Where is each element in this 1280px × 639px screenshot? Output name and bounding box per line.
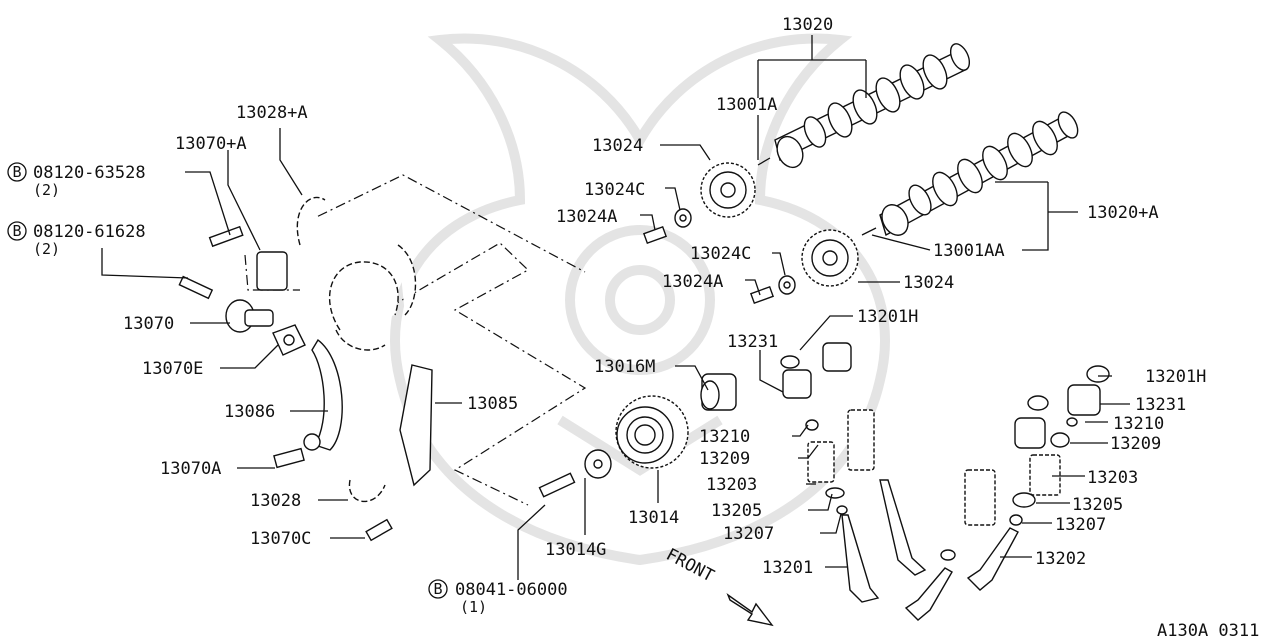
valve-train-set-b <box>904 365 1110 621</box>
label-13024A-bottom: 13024A <box>662 272 723 292</box>
label-bolt-08041-06000-qty: (1) <box>460 598 487 616</box>
label-13205-b: 13205 <box>1072 495 1123 515</box>
cam-sprocket-upper <box>700 162 756 218</box>
label-bolt-08120-63528-qty: (2) <box>33 181 60 199</box>
label-13014G: 13014G <box>545 540 606 560</box>
label-13086: 13086 <box>224 402 275 422</box>
label-13207-b: 13207 <box>1055 515 1106 535</box>
washers-and-bolts <box>178 208 796 542</box>
timing-chain-upper <box>296 196 417 351</box>
label-bolt-08120-61628: 08120-61628 <box>33 222 146 242</box>
label-13202: 13202 <box>1035 549 1086 569</box>
label-13210-b: 13210 <box>1113 414 1164 434</box>
label-13024-bottom: 13024 <box>903 273 954 293</box>
label-13014: 13014 <box>628 508 679 528</box>
label-bolt-08120-61628-qty: (2) <box>33 240 60 258</box>
cam-sprocket-lower <box>801 229 859 287</box>
tensioner-13070 <box>225 251 306 356</box>
front-arrow <box>726 593 774 627</box>
label-13070: 13070 <box>123 314 174 334</box>
chain-guide-13085 <box>399 364 433 487</box>
bolt-marker-2: B <box>7 221 27 241</box>
label-13207-a: 13207 <box>723 524 774 544</box>
label-13205-a: 13205 <box>711 501 762 521</box>
label-13210-a: 13210 <box>699 427 750 447</box>
label-bolt-08120-63528: 08120-63528 <box>33 163 146 183</box>
label-13024C-top: 13024C <box>584 180 645 200</box>
label-13070C: 13070C <box>250 529 311 549</box>
reference-code: A130A 0311 <box>1157 621 1259 639</box>
label-13085: 13085 <box>467 394 518 414</box>
label-13070A-plus: 13070+A <box>175 134 247 154</box>
chain-guide-13086 <box>303 338 343 451</box>
idler-shaft-13016M <box>700 373 737 411</box>
label-13020: 13020 <box>782 15 833 35</box>
label-13203-b: 13203 <box>1087 468 1138 488</box>
bolt-marker-letter: B <box>12 222 21 240</box>
label-13020A: 13020+A <box>1087 203 1159 223</box>
label-13001A: 13001A <box>716 95 777 115</box>
label-13201H-a: 13201H <box>857 307 918 327</box>
label-13201: 13201 <box>762 558 813 578</box>
label-13028A: 13028+A <box>236 103 308 123</box>
label-13070E: 13070E <box>142 359 203 379</box>
part-labels: 13020 13001A 13024 13024C 13024A 13020+A… <box>33 15 1259 639</box>
camshaft-13020 <box>757 43 971 169</box>
bolt-marker-1: B <box>7 162 27 182</box>
label-13209-a: 13209 <box>699 449 750 469</box>
idler-sprocket-13014 <box>615 395 689 469</box>
valve-train-set-a <box>780 342 927 603</box>
camshaft-13020A <box>861 111 1079 237</box>
timing-chain-lower <box>348 479 386 502</box>
label-13016M: 13016M <box>594 357 655 377</box>
bolt-marker-3: B <box>428 579 448 599</box>
label-13231-a: 13231 <box>727 332 778 352</box>
label-13024A-top: 13024A <box>556 207 617 227</box>
bolt-marker-letter: B <box>12 163 21 181</box>
bolt-marker-letter: B <box>433 580 442 598</box>
leader-lines <box>101 35 1130 580</box>
label-13024-top: 13024 <box>592 136 643 156</box>
label-bolt-08041-06000: 08041-06000 <box>455 580 568 600</box>
watermark-emblem <box>390 33 890 566</box>
label-13028: 13028 <box>250 491 301 511</box>
label-13203-a: 13203 <box>706 475 757 495</box>
label-13201H-b: 13201H <box>1145 367 1206 387</box>
label-13209-b: 13209 <box>1110 434 1161 454</box>
label-13001AA: 13001AA <box>933 241 1005 261</box>
label-13231-b: 13231 <box>1135 395 1186 415</box>
label-13024C-bottom: 13024C <box>690 244 751 264</box>
label-13070A: 13070A <box>160 459 221 479</box>
